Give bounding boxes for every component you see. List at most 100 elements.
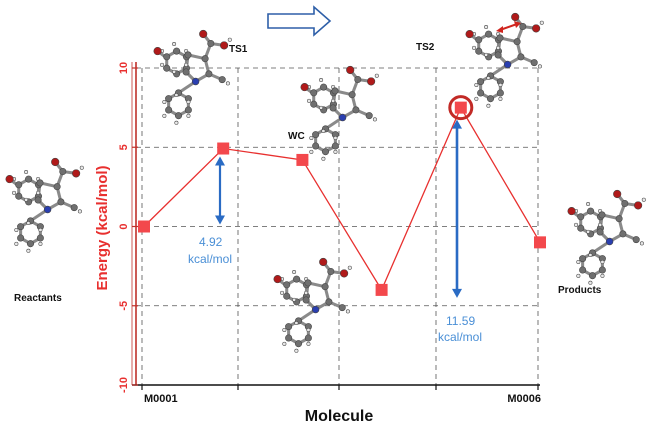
- data-point-marker: [534, 236, 546, 249]
- atom: [15, 181, 23, 189]
- atom: [496, 89, 504, 97]
- atom: [532, 24, 541, 33]
- atom: [486, 75, 491, 80]
- atom: [72, 169, 81, 178]
- data-point-marker: [138, 220, 150, 233]
- atom: [472, 45, 477, 50]
- atom: [539, 20, 544, 25]
- atom: [586, 201, 591, 206]
- atom: [309, 149, 314, 154]
- label-ts1: TS1: [229, 44, 248, 55]
- atom: [588, 252, 593, 257]
- atom: [372, 117, 377, 122]
- atom: [14, 241, 19, 246]
- atom: [36, 190, 41, 195]
- atom: [36, 179, 44, 187]
- y-tick-label: 0: [118, 223, 130, 229]
- atom: [537, 64, 542, 69]
- arrow-head-up: [215, 156, 225, 166]
- atom: [282, 327, 287, 332]
- atom: [26, 220, 31, 225]
- atom: [338, 304, 346, 312]
- atom: [306, 327, 311, 332]
- atom: [484, 52, 489, 57]
- atom: [38, 241, 43, 246]
- atom: [282, 341, 287, 346]
- x-axis-title: Molecule: [305, 408, 374, 425]
- atom: [374, 73, 379, 78]
- atom: [346, 65, 355, 75]
- atom: [576, 259, 581, 264]
- atom: [619, 230, 627, 238]
- atom: [186, 99, 191, 104]
- atom: [517, 53, 525, 61]
- atom: [174, 112, 183, 120]
- atom: [15, 192, 23, 200]
- atom: [172, 69, 177, 74]
- atom: [474, 82, 479, 87]
- molecule-reactants: [5, 157, 84, 253]
- barrier-1-unit: kcal/mol: [188, 252, 232, 266]
- atom: [605, 237, 614, 246]
- atom: [496, 45, 501, 50]
- atom: [199, 29, 208, 39]
- atom: [304, 334, 312, 342]
- atom: [352, 106, 360, 114]
- atom: [77, 209, 82, 214]
- atom: [283, 281, 291, 289]
- energy-profile-line: [143, 106, 541, 292]
- atom: [14, 227, 19, 232]
- molecule-ts1: [153, 29, 232, 125]
- atom: [165, 106, 173, 114]
- atom: [498, 96, 503, 101]
- atom: [485, 30, 493, 38]
- atom: [285, 334, 293, 342]
- molecule-wc: [300, 65, 379, 161]
- atom: [365, 112, 373, 120]
- atom: [615, 215, 623, 223]
- atom: [53, 183, 61, 191]
- atom: [182, 68, 190, 76]
- atom: [494, 51, 502, 59]
- atom: [26, 248, 31, 253]
- atom: [639, 241, 644, 246]
- atom: [513, 38, 521, 46]
- atom: [634, 201, 643, 210]
- atom: [184, 51, 192, 59]
- atom: [331, 142, 339, 150]
- label-reactants: Reactants: [14, 293, 62, 304]
- atom: [273, 275, 282, 284]
- label-ts2: TS2: [416, 42, 435, 53]
- atom: [621, 199, 629, 208]
- molecule-layer: [5, 12, 646, 353]
- atom: [519, 22, 527, 31]
- molecule-ts2: [465, 12, 544, 108]
- atom: [486, 95, 495, 103]
- atom: [12, 190, 17, 195]
- y-axis-title: Energy (kcal/mol): [94, 165, 111, 290]
- atom: [632, 236, 640, 244]
- atom: [320, 83, 328, 91]
- atom: [79, 165, 84, 170]
- atom: [477, 89, 485, 97]
- atom: [205, 70, 213, 78]
- atom: [598, 211, 606, 219]
- atom: [218, 76, 226, 84]
- atom: [292, 269, 297, 274]
- atom: [36, 234, 44, 242]
- transfer-arrow-head: [514, 21, 521, 28]
- data-point-marker: [375, 283, 388, 296]
- atom: [321, 156, 326, 161]
- atom: [293, 275, 301, 283]
- atom: [220, 41, 229, 50]
- atom: [347, 265, 352, 270]
- atom: [588, 280, 593, 285]
- atom: [600, 259, 605, 264]
- atom: [294, 348, 299, 353]
- atom: [24, 197, 29, 202]
- atom: [304, 279, 312, 287]
- data-point-marker: [217, 142, 230, 155]
- atom: [588, 272, 597, 280]
- atom: [319, 77, 324, 82]
